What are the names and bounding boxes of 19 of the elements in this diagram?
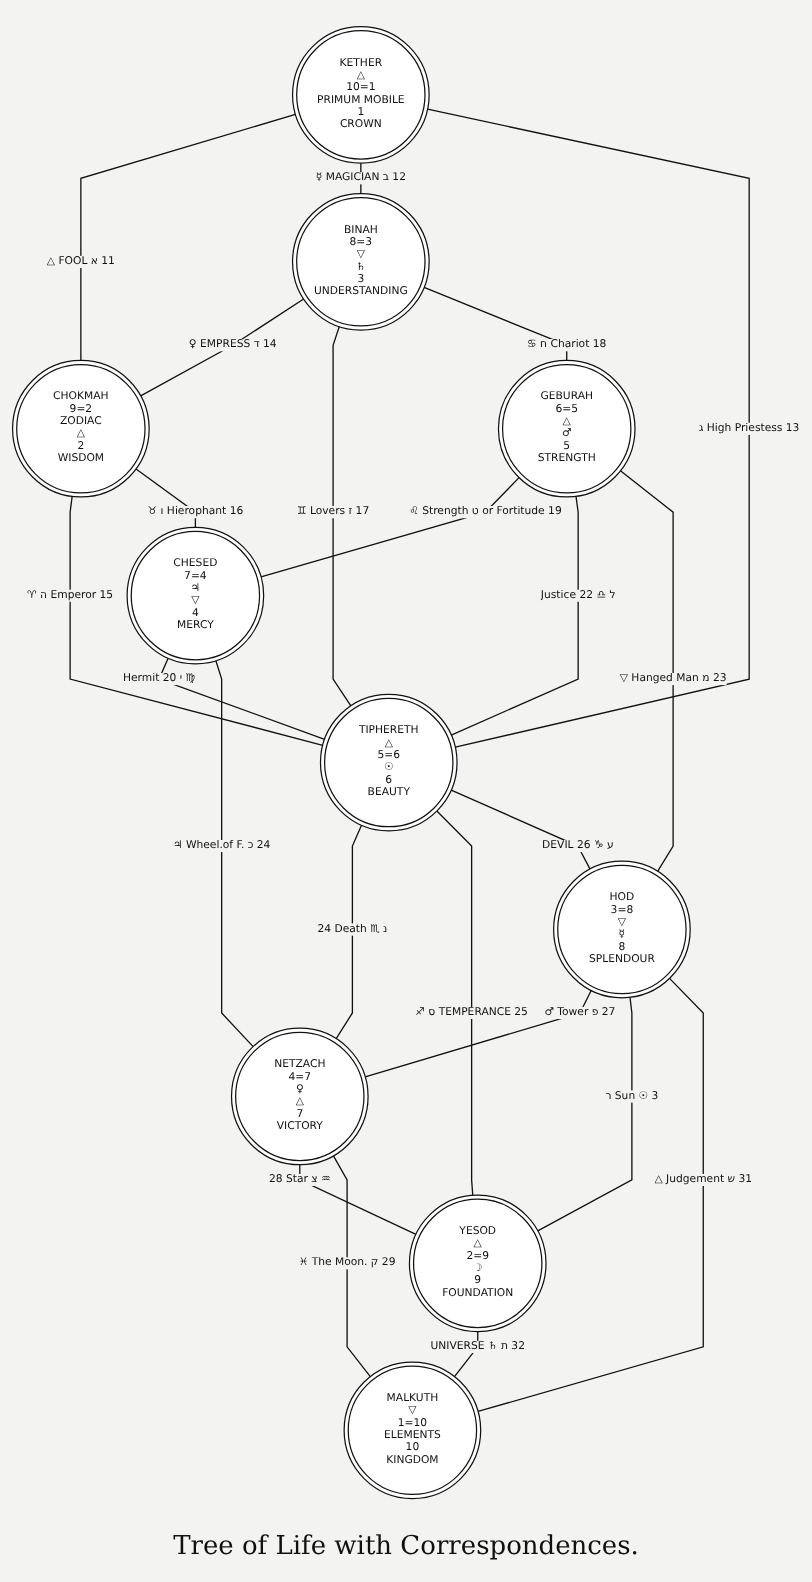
connector [436,809,474,1196]
connector [332,325,352,706]
connector [299,1163,417,1235]
connector [260,476,520,577]
connector [332,1154,371,1377]
connector [537,996,633,1231]
connector [426,107,750,748]
connector [215,659,254,1047]
connector [450,495,579,736]
connector [69,495,324,746]
connector [80,113,297,361]
connector [364,989,592,1077]
connector [477,977,704,1412]
caption: Tree of Life with Correspondences. [173,1530,639,1566]
connector [140,297,305,396]
connector [335,823,363,1039]
connector [423,286,568,361]
connector [158,657,326,740]
connector [619,469,674,872]
